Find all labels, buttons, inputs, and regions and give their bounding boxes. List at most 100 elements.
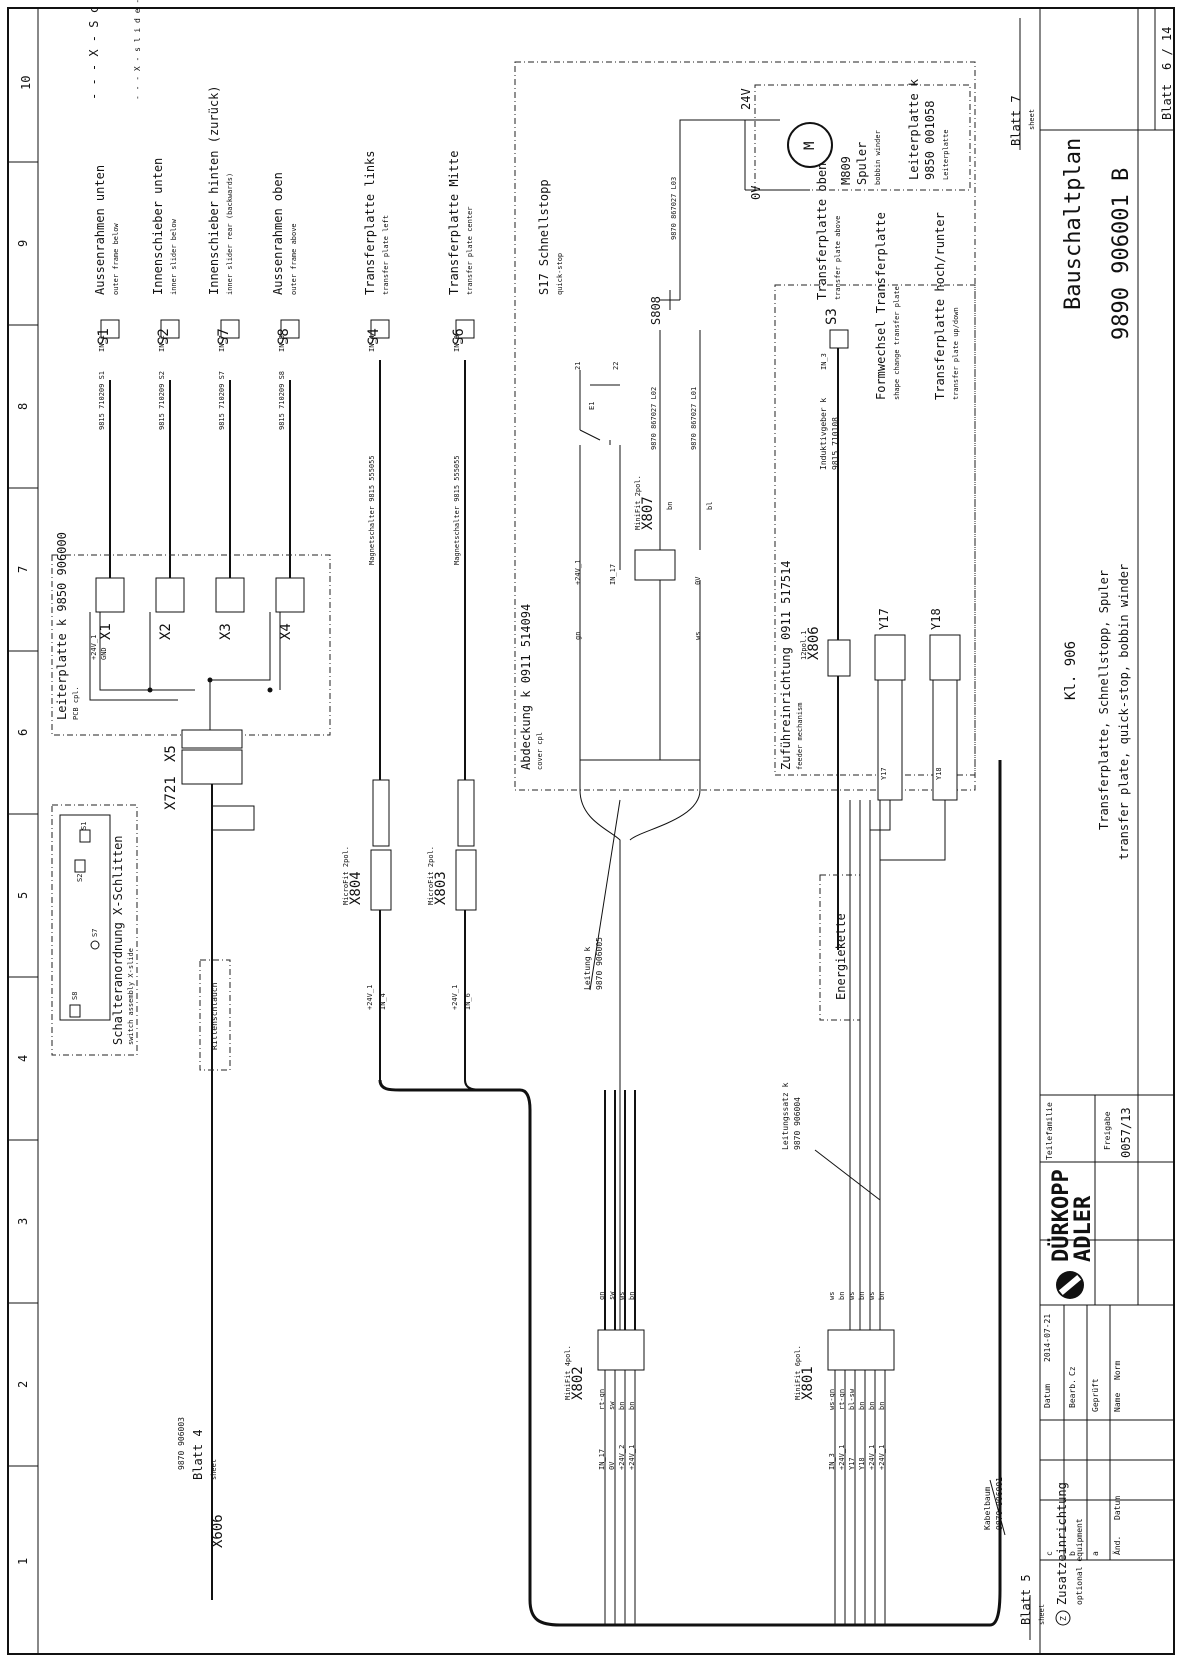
optional-label-en: optional equipment bbox=[1075, 1518, 1084, 1605]
sensor-S3-id: S3 bbox=[824, 308, 840, 325]
bearb-label: Bearb. bbox=[1068, 1379, 1077, 1408]
x802-net-3: +24V_2 bbox=[618, 1445, 626, 1470]
valve-Y17-connector bbox=[877, 679, 903, 801]
datum-value: 2014-07-21 bbox=[1043, 1314, 1052, 1362]
x807-wire-gn: gn bbox=[574, 632, 582, 640]
quickstop-switch-symbol bbox=[579, 370, 620, 445]
switch-assembly: S1 S2 S7 S8 Schalteranordnung X-Schlitte… bbox=[51, 804, 138, 1056]
sensor-S4-part: Magnetschalter 9815 555055 bbox=[368, 455, 376, 565]
valve-Y18-id: Y18 bbox=[929, 608, 943, 630]
subtitle-en: transfer plate, quick-stop, bobbin winde… bbox=[1117, 564, 1131, 860]
x801-net-3: Y17 bbox=[848, 1457, 856, 1470]
revision-b: b bbox=[1068, 1551, 1077, 1556]
sensor-S2-pin: IN_2 bbox=[158, 335, 166, 352]
sensor-S8-label-de: Aussenrahmen oben bbox=[271, 172, 285, 295]
sensor-S4-pin: IN_4 bbox=[368, 335, 376, 352]
sheet-reference-blatt7: Blatt 7 sheet bbox=[1009, 18, 1036, 150]
x-slide-heading: - - - X - s l i d e - - - bbox=[133, 0, 142, 100]
revision-a: a bbox=[1091, 1551, 1100, 1556]
x801-net-5: +24V_1 bbox=[868, 1445, 876, 1470]
sensor-S3-label-en: transfer plate above bbox=[834, 216, 842, 300]
x802-color-4: bn bbox=[628, 1402, 636, 1410]
x801-top-5: ws bbox=[868, 1292, 876, 1300]
sheet-number: 6 / 14 bbox=[1160, 27, 1174, 70]
x804-net-1: +24V_1 bbox=[366, 985, 374, 1010]
sensor-S7-id: S7 bbox=[216, 328, 232, 345]
x801-top-4: bn bbox=[858, 1292, 866, 1300]
sheet-label: Blatt bbox=[1160, 84, 1174, 120]
connector-X806-type: 12pol.1 bbox=[800, 630, 808, 660]
sensor-S3-pin: IN_3 bbox=[820, 353, 828, 370]
feeder-subtitle: feeder mechanism bbox=[796, 703, 804, 770]
motor-24v: 24V bbox=[739, 88, 753, 110]
connector-X4-label: X4 bbox=[278, 623, 294, 640]
motor-M809-symbol bbox=[787, 122, 833, 168]
energiekette-box bbox=[819, 874, 861, 1021]
grid-label: 6 bbox=[16, 729, 30, 736]
switch-assembly-S7: S7 bbox=[91, 929, 99, 937]
energiekette-label: Energiekette bbox=[834, 913, 848, 1000]
leitung-leader bbox=[589, 799, 621, 991]
x801-color-6: bn bbox=[878, 1402, 886, 1410]
revision-c: c bbox=[1045, 1551, 1054, 1556]
sensor-S7-label-en: inner slider rear (backwards) bbox=[226, 173, 234, 295]
switch-assembly-S1: S1 bbox=[80, 822, 88, 830]
connector-X801: X801 MiniFit 6pol. IN_3 +24V_1 Y17 Y18 +… bbox=[794, 1292, 895, 1625]
switch-assembly-title-en: switch assembly X-slide bbox=[127, 948, 135, 1045]
x801-top-3: ws bbox=[848, 1292, 856, 1300]
grid-label: 1 bbox=[16, 1558, 30, 1565]
quickstop-e1: E1 bbox=[588, 402, 596, 410]
sensor-S8-part: 9815 710209 S8 bbox=[278, 371, 286, 430]
freigabe-label: Freigabe bbox=[1103, 1111, 1112, 1150]
rillenschlauch-label: Rillenschlauch bbox=[210, 982, 219, 1050]
x802-color-3: bn bbox=[618, 1402, 626, 1410]
connector-X802-label: X802 bbox=[570, 1366, 586, 1400]
valve-Y17-label-en: shape change transfer plate bbox=[893, 286, 901, 400]
rillenschlauch-box bbox=[199, 959, 231, 1071]
connector-X802: X802 MiniFit 4pol. IN_17 0V +24V_2 +24V_… bbox=[564, 1291, 645, 1625]
sensor-S4-label-en: transfer plate left bbox=[382, 215, 390, 295]
motor-label-de: Spuler bbox=[855, 142, 869, 185]
sensor-S1: S1 Aussenrahmen unten outer frame below … bbox=[93, 165, 120, 570]
connector-X802-type: MiniFit 4pol. bbox=[564, 1345, 572, 1400]
cover-subtitle: cover cpl bbox=[536, 732, 544, 770]
x807-net-0v: 0V bbox=[694, 576, 702, 585]
x801-color-5: bn bbox=[868, 1402, 876, 1410]
sensor-S1-label-en: outer frame below bbox=[112, 223, 120, 295]
connector-X3-label: X3 bbox=[218, 623, 234, 640]
sensor-S3-symbol bbox=[829, 329, 849, 349]
sensor-S8: S8 Aussenrahmen oben outer frame above 9… bbox=[271, 172, 300, 570]
valve-wires bbox=[870, 800, 946, 861]
brand-logo bbox=[1056, 1271, 1084, 1299]
sensor-S1-id: S1 bbox=[96, 328, 112, 345]
x801-net-6: +24V_1 bbox=[878, 1445, 886, 1470]
sensor-S8-pin: IN_8 bbox=[278, 335, 286, 352]
valve-Y17-label-de: Formwechsel Transferplatte bbox=[874, 212, 888, 400]
x802-color-2: sw bbox=[608, 1401, 616, 1410]
kabelbaum-number: 9870 906001 bbox=[995, 1477, 1004, 1530]
sensor-S1-label-de: Aussenrahmen unten bbox=[93, 165, 107, 295]
motor-0v: 0V bbox=[749, 186, 763, 200]
aend-label: Änd. bbox=[1112, 1536, 1122, 1555]
connector-X803-label: X803 bbox=[433, 871, 449, 905]
connector-X4: X4 bbox=[275, 577, 305, 640]
connector-X1-label: X1 bbox=[98, 623, 114, 640]
switch-assembly-S8: S8 bbox=[71, 992, 79, 1000]
induktivgeber-label: Induktivgeber k bbox=[819, 398, 828, 470]
optional-symbol bbox=[1055, 1610, 1071, 1626]
x803-net-1: +24V_1 bbox=[451, 985, 459, 1010]
sensor-S6-label-de: Transferplatte Mitte bbox=[447, 151, 461, 296]
grid-label: 10 bbox=[19, 76, 33, 90]
grid-label: 4 bbox=[16, 1055, 30, 1062]
sensor-S8-id: S8 bbox=[276, 328, 292, 345]
valve-Y18-connector bbox=[932, 679, 958, 801]
x801-top-2: bn bbox=[838, 1292, 846, 1300]
kabelbaum-label: Kabelbaum bbox=[983, 1486, 992, 1530]
x802-top-2: sw bbox=[608, 1291, 616, 1300]
valve-Y18-label-en: transfer plate up/down bbox=[952, 307, 960, 400]
optional-label-de: Zusatzeinrichtung bbox=[1055, 1482, 1069, 1605]
valve-Y17-net: Y17 bbox=[880, 767, 888, 780]
leitung-label: Leitung k bbox=[583, 946, 592, 990]
cable-to-motor bbox=[679, 119, 745, 300]
cover-title: Abdeckung k 0911 514094 bbox=[519, 604, 533, 770]
